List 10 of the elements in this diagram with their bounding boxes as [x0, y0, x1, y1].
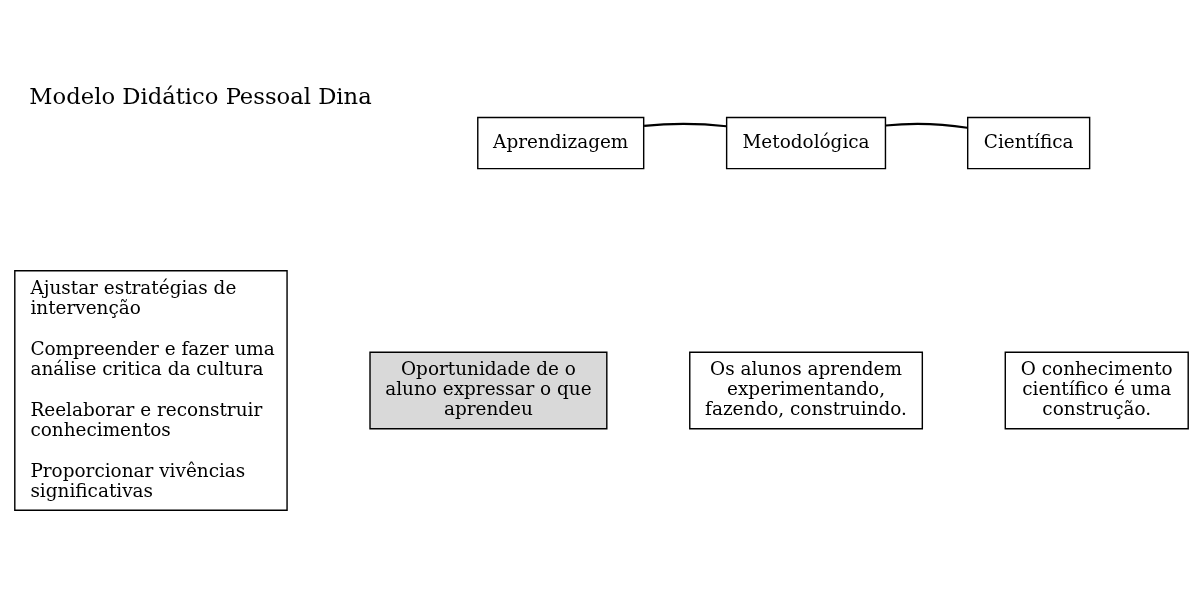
diagram-title: Modelo Didático Pessoal Dina	[29, 82, 372, 109]
connector	[644, 122, 727, 127]
node-box: O conhecimento científico é uma construção.	[1004, 351, 1189, 429]
node-box: Ajustar estratégias de intervenção Compreender e fazer uma análise critica da cultura Reelaborar e reconstruir conhecimentos Proporcionar vivências significativas	[14, 269, 288, 511]
node-box: Oportunidade de o aluno expressar o que aprendeu	[369, 351, 608, 429]
node-box: Metodológica	[725, 116, 887, 169]
node-box: Os alunos aprendem experimentando, fazendo, construindo.	[689, 351, 924, 429]
connector	[885, 122, 968, 129]
node-box: Aprendizagem	[477, 116, 645, 169]
node-box: Científica	[967, 116, 1091, 169]
